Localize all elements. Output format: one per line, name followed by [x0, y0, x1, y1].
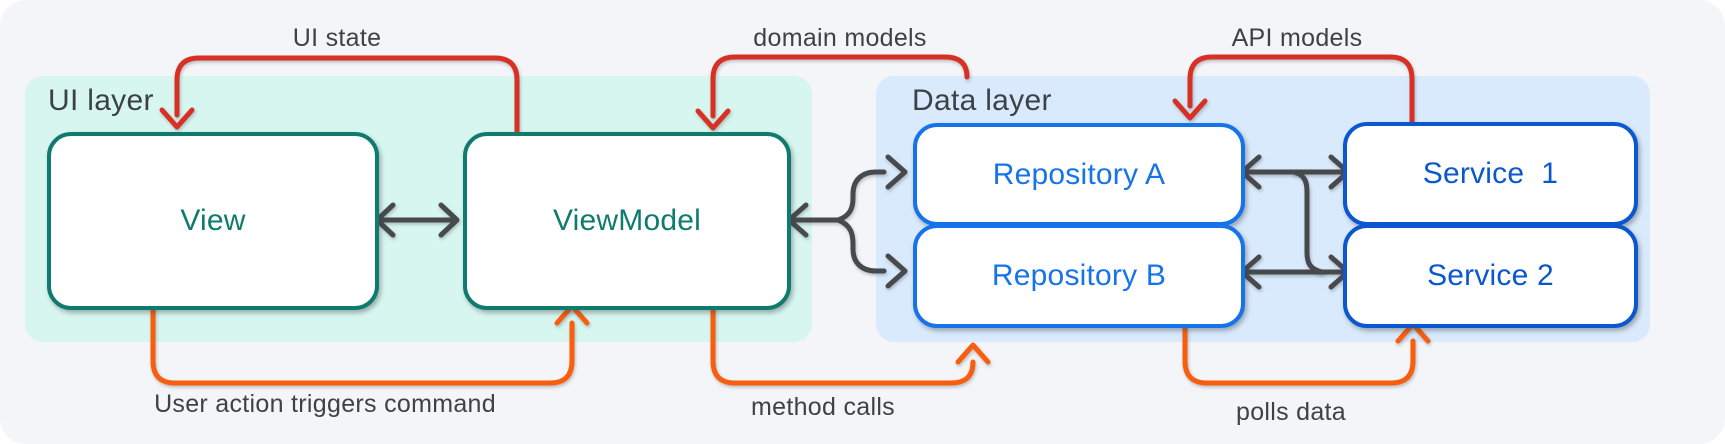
repository-a-box-label: Repository A — [992, 157, 1166, 191]
view-box-label: View — [180, 204, 246, 237]
user-action-label: User action triggers command — [154, 390, 496, 418]
view-viewmodel-arrow — [374, 202, 460, 238]
service-1-box: Service 1 — [1343, 122, 1638, 226]
repository-a-box: Repository A — [913, 123, 1245, 226]
repository-b-box: Repository B — [913, 224, 1245, 328]
repo-service-cross-connector — [1291, 169, 1325, 275]
polls-data-arrow — [1182, 317, 1431, 386]
data-layer-title: Data layer — [912, 84, 1052, 117]
repository-b-box-label: Repository B — [991, 259, 1167, 292]
polls-data-label: polls data — [1235, 398, 1347, 426]
viewmodel-box-label: ViewModel — [553, 204, 701, 237]
api-models-arrow — [1172, 54, 1415, 125]
viewmodel-box: ViewModel — [463, 132, 791, 310]
domain-models-label: domain models — [753, 24, 927, 52]
method-calls-label: method calls — [751, 393, 895, 421]
ui-state-label: UI state — [292, 24, 382, 52]
method-calls-arrow — [710, 299, 991, 386]
repob-service2-arrow — [1239, 254, 1351, 290]
view-box: View — [47, 132, 379, 310]
ui-layer-title: UI layer — [48, 84, 154, 117]
service-2-box: Service 2 — [1343, 224, 1638, 328]
viewmodel-repositories-fork-arrow — [786, 154, 908, 289]
domain-models-arrow — [695, 54, 970, 131]
user-action-arrow — [150, 299, 590, 386]
service-2-box-label: Service 2 — [1427, 259, 1554, 292]
ui-state-arrow — [159, 55, 520, 135]
api-models-label: API models — [1231, 24, 1363, 52]
service-1-box-label: Service 1 — [1422, 157, 1559, 190]
